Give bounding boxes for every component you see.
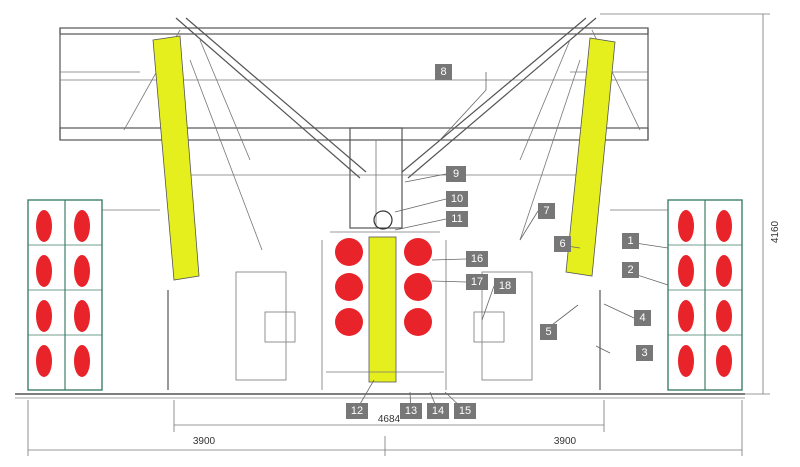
svg-text:12: 12 <box>351 405 363 417</box>
overhead-frame <box>59 27 649 229</box>
callout-9: 9 <box>446 166 466 182</box>
callout-13: 13 <box>400 403 422 419</box>
right-creel <box>610 199 743 391</box>
callout-8: 8 <box>435 64 452 80</box>
callout-5: 5 <box>540 324 557 340</box>
left-beam <box>152 35 200 281</box>
svg-text:4: 4 <box>639 312 645 324</box>
svg-text:14: 14 <box>432 405 444 417</box>
svg-text:6: 6 <box>559 238 565 250</box>
callout-6: 6 <box>554 236 571 252</box>
svg-text:8: 8 <box>440 66 446 78</box>
ground-line <box>15 393 745 399</box>
svg-text:5: 5 <box>545 326 551 338</box>
right-span-dimension: 3900 <box>554 436 577 447</box>
svg-text:11: 11 <box>451 213 462 225</box>
svg-text:17: 17 <box>471 276 483 288</box>
callout-leaders <box>355 72 669 412</box>
side-stands <box>167 271 601 390</box>
dimensions: 4160 4684 3900 3900 <box>27 13 781 456</box>
svg-text:18: 18 <box>499 280 511 292</box>
diagonal-arms <box>123 17 641 251</box>
svg-text:3: 3 <box>641 347 647 359</box>
callout-12: 12 <box>346 403 368 419</box>
svg-text:1: 1 <box>627 235 633 247</box>
svg-text:16: 16 <box>471 253 483 265</box>
center-beam <box>368 236 397 383</box>
callout-7: 7 <box>538 203 555 219</box>
callout-tags: 1 2 3 4 5 6 7 8 9 10 11 12 13 14 15 16 1… <box>346 64 653 419</box>
center-spools <box>321 210 447 390</box>
callout-3: 3 <box>636 345 653 361</box>
svg-text:9: 9 <box>453 168 459 180</box>
svg-text:10: 10 <box>451 193 463 205</box>
callout-10: 10 <box>446 191 468 207</box>
callout-11: 11 <box>446 211 468 227</box>
callout-15: 15 <box>454 403 476 419</box>
highlight-beams <box>152 35 616 383</box>
svg-text:13: 13 <box>405 405 417 417</box>
svg-text:7: 7 <box>543 205 549 217</box>
callout-16: 16 <box>466 251 488 267</box>
callout-14: 14 <box>427 403 449 419</box>
svg-text:2: 2 <box>627 264 633 276</box>
center-dimension: 4684 <box>378 414 401 425</box>
callout-1: 1 <box>622 233 639 249</box>
callout-18: 18 <box>494 278 516 294</box>
callout-2: 2 <box>622 262 639 278</box>
left-creel <box>27 199 160 391</box>
svg-text:15: 15 <box>459 405 471 417</box>
right-beam <box>565 37 616 277</box>
callout-4: 4 <box>634 310 651 326</box>
height-dimension: 4160 <box>770 220 781 243</box>
callout-17: 17 <box>466 274 488 290</box>
left-span-dimension: 3900 <box>193 436 216 447</box>
